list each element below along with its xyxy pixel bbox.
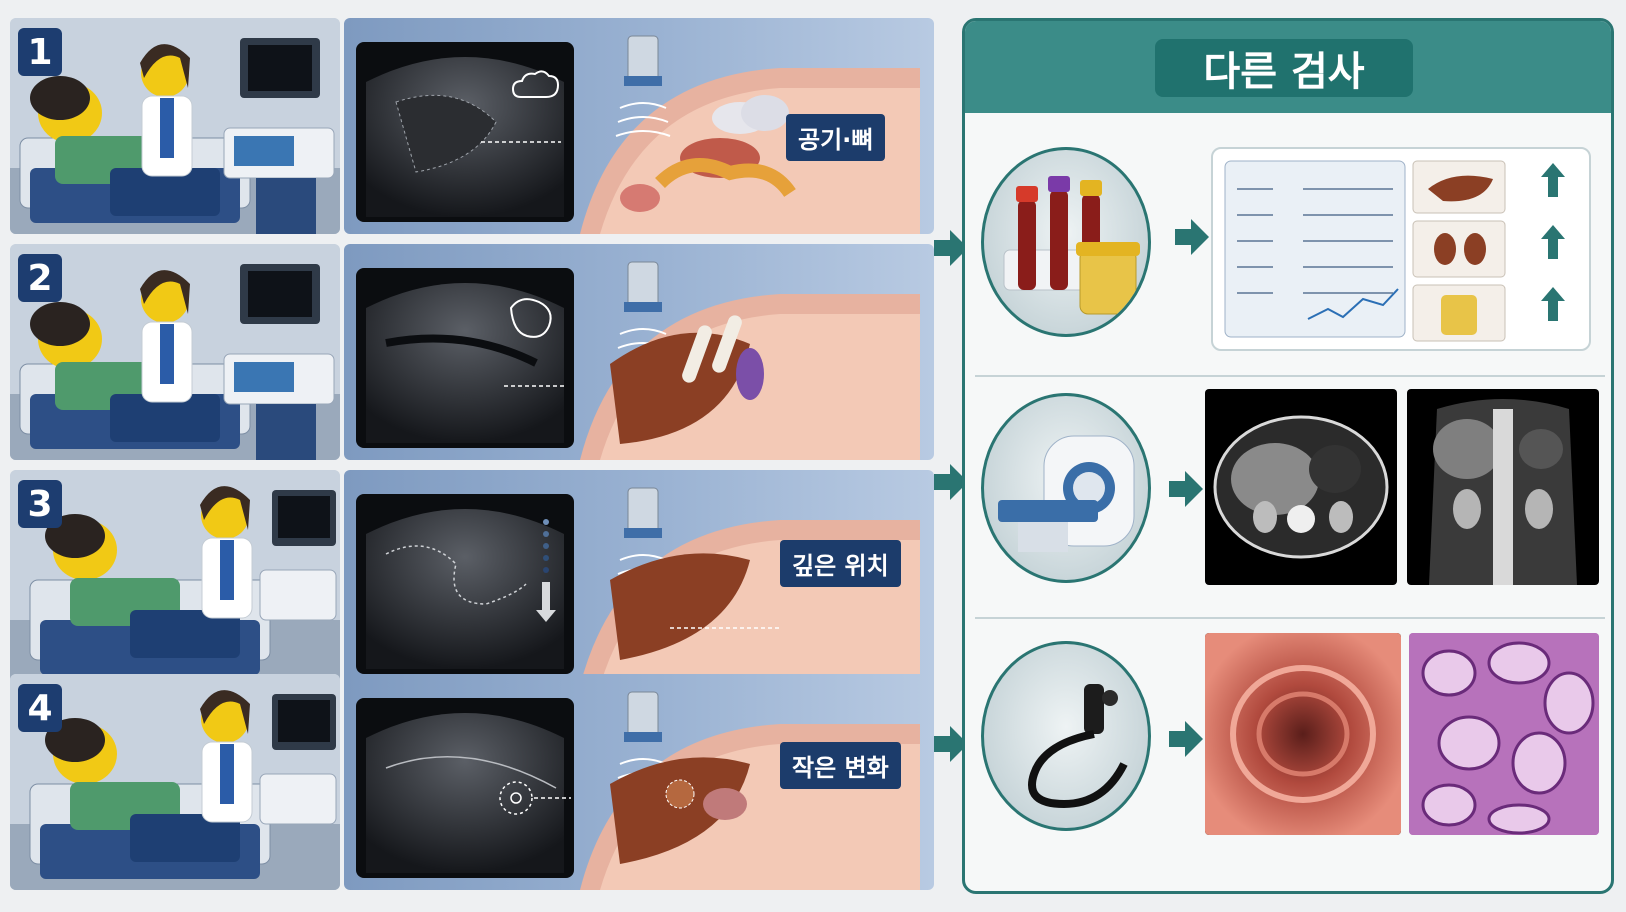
limitation-label: 작은 변화 [780,742,901,789]
ct-coronal-graphic [1429,399,1577,585]
lego-exam-illustration [10,470,340,686]
step-number-badge: 2 [18,254,62,302]
panel-body [965,113,1611,891]
exam-scene: 1 [10,18,340,234]
panel-header: 다른 검사 [965,21,1611,113]
anatomy-illustration: 공기·뼈 [580,18,920,234]
lab-tests-section [975,133,1603,353]
abdominal-cross-section [580,487,920,686]
ct-axial-graphic [1213,415,1389,559]
endoscopy-view-image [1205,633,1401,835]
lab-report-illustration [1224,160,1565,342]
test-tubes-illustration [1003,176,1140,315]
ct-axial-image [1205,389,1397,585]
urine-cup-icon [1441,295,1477,335]
ultrasound-scan-graphic [366,713,571,873]
teal-arrow-icon [1169,721,1203,757]
teal-arrow-icon [1175,219,1209,255]
ct-scanner-image [981,393,1151,583]
blood-urine-samples-image [981,147,1151,337]
row-1: 1 [10,18,934,234]
ultrasound-probe-icon [627,691,659,737]
exam-scene: 4 [10,674,340,890]
anatomy-illustration [580,244,920,460]
lego-exam-illustration [10,18,340,234]
ct-scanner-illustration [998,435,1135,552]
step-number-badge: 1 [18,28,62,76]
ultrasound-probe-icon [627,35,659,81]
ultrasound-image [356,42,574,222]
section-divider [975,375,1605,377]
row-2: 2 [10,244,934,460]
limitation-label: 공기·뼈 [786,114,886,161]
limitation-label: 깊은 위치 [780,540,901,587]
endoscope-image [981,641,1151,831]
abdominal-cross-section [580,261,920,460]
ultrasound-scan-graphic [366,283,564,443]
teal-arrow-icon [1169,471,1203,507]
lego-exam-illustration [10,244,340,460]
endoscope-illustration [1028,684,1128,809]
bone-icon [509,298,552,338]
ultrasound-probe-icon [627,261,659,307]
depth-indicator-icon [543,519,549,573]
anatomy-illustration: 깊은 위치 [580,470,920,686]
teal-arrow-icon [934,464,968,500]
liver-icon [1428,175,1493,202]
cloud-icon [511,70,560,98]
ct-section [975,389,1603,589]
lesion-marker-icon [499,781,533,815]
ultrasound-scan-graphic [366,57,564,217]
row-4: 4 [10,674,934,890]
up-arrow-icon [1541,163,1565,321]
endoscopy-section [975,633,1603,843]
ultrasound-limitations-panel: 1 [10,18,934,894]
panel-title: 다른 검사 [1155,39,1413,97]
section-divider [975,617,1605,619]
ultrasound-probe-icon [627,487,659,533]
lego-exam-illustration [10,674,340,890]
ultrasound-image [356,698,574,878]
anatomy-illustration: 작은 변화 [580,674,920,890]
lab-results-card [1211,147,1591,351]
ct-coronal-image [1407,389,1599,585]
exam-scene: 2 [10,244,340,460]
exam-scene: 3 [10,470,340,686]
teal-arrow-icon [934,230,968,266]
histology-graphic [1409,633,1599,835]
other-tests-panel: 다른 검사 [962,18,1614,894]
kidney-icon [1434,233,1456,265]
ultrasound-scan-graphic [366,509,564,669]
row-3: 3 [10,470,934,686]
step-number-badge: 3 [18,480,62,528]
ultrasound-image [356,494,574,674]
histology-image [1409,633,1599,835]
ultrasound-image [356,268,574,448]
down-arrow-icon [536,582,556,622]
step-number-badge: 4 [18,684,62,732]
colon-lumen-graphic [1205,633,1401,835]
teal-arrow-icon [934,726,968,762]
